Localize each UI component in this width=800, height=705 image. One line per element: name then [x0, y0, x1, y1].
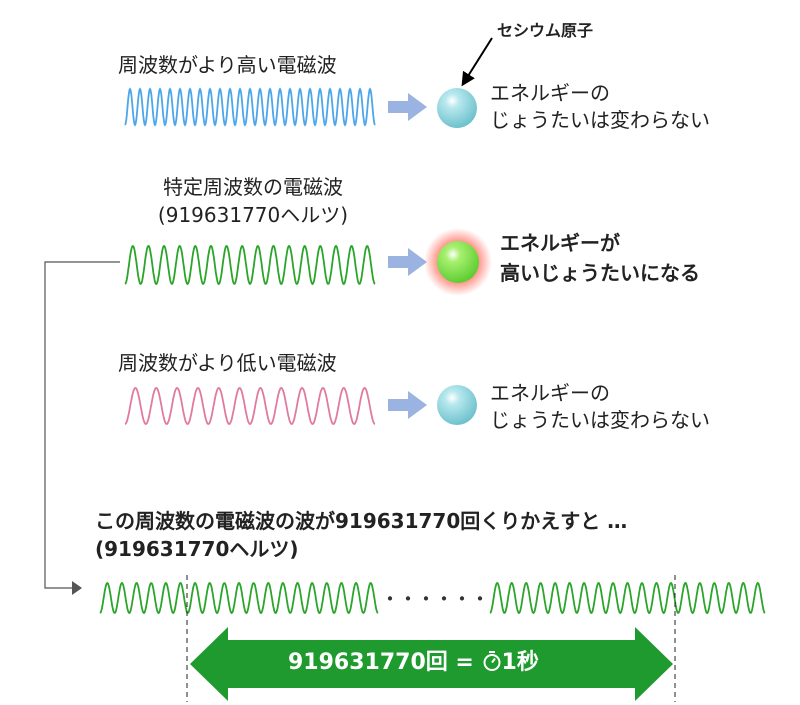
- one-second-text: 1秒: [501, 650, 539, 675]
- excited-cesium-atom: [437, 241, 479, 283]
- high-frequency-wave: [124, 87, 376, 127]
- arrow-icon: [388, 93, 427, 121]
- low-result-line1: エネルギーの: [490, 381, 610, 405]
- atom-label: セシウム原子: [497, 21, 594, 40]
- arrow-label: 919631770回 = 1秒: [288, 650, 539, 679]
- connector-line: [44, 261, 120, 589]
- cesium-atom: [437, 88, 477, 128]
- low-frequency-label: 周波数がより低い電磁波: [118, 351, 337, 375]
- bottom-wave-start: [99, 581, 379, 615]
- low-result-line2: じょうたいは変わらない: [490, 408, 710, 432]
- one-second-span-arrow: [190, 627, 673, 701]
- low-frequency-wave: [124, 387, 376, 425]
- cesium-atom: [437, 385, 477, 425]
- resonant-label: 特定周波数の電磁波: [163, 175, 343, 199]
- high-result-line1: エネルギーの: [490, 81, 610, 105]
- high-result-line2: じょうたいは変わらない: [490, 108, 710, 132]
- arrow-icon: [388, 391, 427, 419]
- stopwatch-icon: [482, 650, 502, 679]
- bottom-frequency: (919631770ヘルツ): [95, 537, 299, 561]
- excited-result-line2: 高いじょうたいになる: [500, 261, 700, 285]
- arrow-icon: [388, 248, 427, 276]
- excited-result-line1: エネルギーが: [500, 231, 620, 255]
- cycle-count-text: 919631770回 =: [288, 650, 482, 675]
- ellipsis-dots: ・・・・・・: [380, 587, 490, 611]
- bottom-caption: この周波数の電磁波の波が919631770回くりかえすと …: [95, 509, 628, 533]
- high-frequency-label: 周波数がより高い電磁波: [118, 53, 337, 77]
- bottom-wave-end: [489, 581, 766, 615]
- connector-arrowhead: [72, 581, 82, 595]
- resonant-frequency: (919631770ヘルツ): [157, 203, 349, 227]
- resonant-frequency-wave: [124, 245, 376, 286]
- atom-pointer-arrow: [461, 37, 493, 87]
